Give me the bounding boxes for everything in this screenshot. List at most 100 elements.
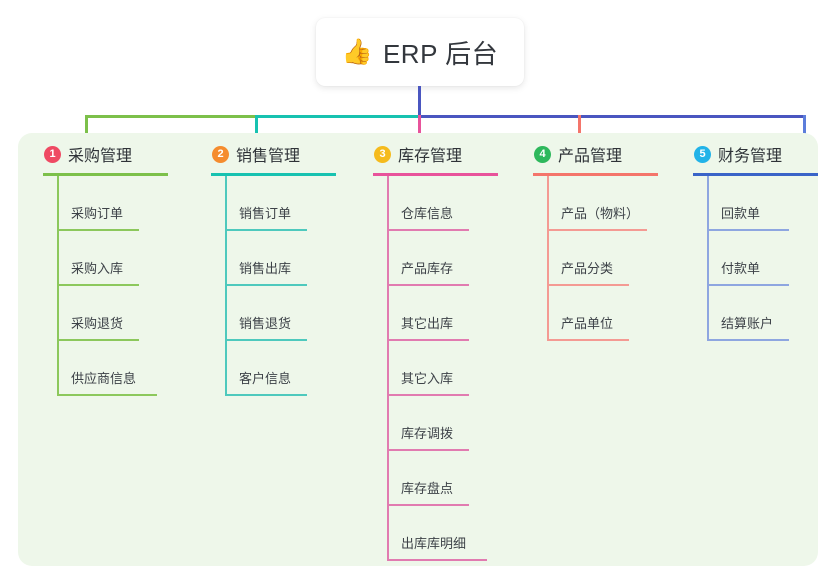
list-item[interactable]: 采购入库	[57, 231, 177, 286]
column-header-purchase[interactable]: 1 采购管理	[22, 141, 177, 167]
list-item-underline	[707, 284, 789, 286]
list-item[interactable]: 客户信息	[225, 341, 345, 396]
list-item-underline	[387, 504, 469, 506]
list-item[interactable]: 采购订单	[57, 176, 177, 231]
drop-product	[578, 115, 581, 145]
list-item-label: 采购订单	[71, 206, 124, 221]
list-item-label: 其它入库	[401, 371, 454, 386]
drop-finance	[803, 115, 806, 145]
list-item-label: 销售出库	[239, 261, 292, 276]
list-item-underline	[57, 339, 139, 341]
list-item-underline	[707, 229, 789, 231]
column-badge-purchase: 1	[44, 145, 61, 163]
list-item[interactable]: 仓库信息	[387, 176, 507, 231]
list-item-label: 仓库信息	[401, 206, 454, 221]
list-item-label: 销售订单	[239, 206, 292, 221]
list-item[interactable]: 销售出库	[225, 231, 345, 286]
list-item-underline	[225, 229, 307, 231]
spine-purchase	[57, 176, 59, 396]
list-item-label: 供应商信息	[71, 371, 137, 386]
page-title: ERP 后台	[382, 38, 499, 69]
drop-sales	[255, 115, 258, 145]
list-item-label: 采购退货	[71, 316, 124, 331]
column-sales: 2 销售管理销售订单销售出库销售退货客户信息	[190, 141, 345, 396]
list-item-label: 产品（物料）	[561, 206, 640, 221]
list-item-underline	[547, 284, 629, 286]
column-rule-purchase	[43, 173, 168, 176]
item-list-product: 产品（物料） 产品分类产品单位	[547, 176, 667, 341]
thumbs-up-icon: 👍	[341, 37, 373, 66]
column-product: 4 产品管理产品（物料） 产品分类产品单位	[512, 141, 667, 341]
spine-product	[547, 176, 549, 341]
list-item-label: 库存调拨	[401, 426, 454, 441]
root-title-card[interactable]: 👍 ERP 后台	[316, 18, 524, 86]
spine-finance	[707, 176, 709, 341]
list-item-label: 产品分类	[561, 261, 614, 276]
spine-sales	[225, 176, 227, 396]
column-title-inventory: 库存管理	[398, 148, 463, 165]
list-item[interactable]: 产品单位	[547, 286, 667, 341]
list-item[interactable]: 产品库存	[387, 231, 507, 286]
column-title-sales: 销售管理	[236, 148, 301, 165]
item-list-sales: 销售订单销售出库销售退货客户信息	[225, 176, 345, 396]
list-item[interactable]: 销售退货	[225, 286, 345, 341]
list-item-label: 产品库存	[401, 261, 454, 276]
column-title-purchase: 采购管理	[68, 148, 133, 165]
spine-inventory	[387, 176, 389, 561]
segment-center-right	[418, 115, 806, 118]
list-item-label: 付款单	[721, 261, 761, 276]
list-item-label: 回款单	[721, 206, 761, 221]
list-item-label: 销售退货	[239, 316, 292, 331]
list-item[interactable]: 产品分类	[547, 231, 667, 286]
list-item[interactable]: 库存调拨	[387, 396, 507, 451]
item-list-finance: 回款单付款单结算账户	[707, 176, 827, 341]
column-badge-inventory: 3	[374, 145, 391, 163]
column-title-product: 产品管理	[558, 148, 623, 165]
column-header-inventory[interactable]: 3 库存管理	[352, 141, 507, 167]
list-item-underline	[387, 449, 469, 451]
segment-purchase	[85, 115, 255, 118]
list-item[interactable]: 其它出库	[387, 286, 507, 341]
column-rule-product	[533, 173, 658, 176]
column-header-product[interactable]: 4 产品管理	[512, 141, 667, 167]
list-item-label: 客户信息	[239, 371, 292, 386]
list-item[interactable]: 销售订单	[225, 176, 345, 231]
column-badge-product: 4	[534, 145, 551, 163]
list-item-underline	[225, 284, 307, 286]
list-item[interactable]: 付款单	[707, 231, 827, 286]
column-rule-sales	[211, 173, 336, 176]
column-inventory: 3 库存管理仓库信息产品库存其它出库其它入库库存调拨库存盘点出库库明细	[352, 141, 507, 561]
item-list-purchase: 采购订单采购入库采购退货供应商信息	[57, 176, 177, 396]
list-item[interactable]: 采购退货	[57, 286, 177, 341]
list-item-underline	[387, 394, 469, 396]
list-item-label: 采购入库	[71, 261, 124, 276]
list-item-underline	[547, 339, 629, 341]
item-list-inventory: 仓库信息产品库存其它出库其它入库库存调拨库存盘点出库库明细	[387, 176, 507, 561]
list-item-underline	[57, 284, 139, 286]
list-item[interactable]: 供应商信息	[57, 341, 177, 396]
list-item[interactable]: 结算账户	[707, 286, 827, 341]
list-item[interactable]: 产品（物料）	[547, 176, 667, 231]
list-item[interactable]: 回款单	[707, 176, 827, 231]
drop-purchase	[85, 115, 88, 145]
list-item[interactable]: 库存盘点	[387, 451, 507, 506]
column-badge-sales: 2	[212, 145, 229, 163]
column-rule-inventory	[373, 173, 498, 176]
list-item-label: 库存盘点	[401, 481, 454, 496]
list-item-underline	[547, 229, 647, 231]
list-item[interactable]: 出库库明细	[387, 506, 507, 561]
list-item-label: 其它出库	[401, 316, 454, 331]
list-item-underline	[387, 229, 469, 231]
list-item-label: 结算账户	[721, 316, 774, 331]
column-header-sales[interactable]: 2 销售管理	[190, 141, 345, 167]
list-item-underline	[57, 394, 157, 396]
root-stem-line	[418, 86, 421, 116]
list-item-underline	[387, 284, 469, 286]
list-item-label: 产品单位	[561, 316, 614, 331]
column-rule-finance	[693, 173, 818, 176]
diagram-panel	[18, 133, 818, 566]
list-item[interactable]: 其它入库	[387, 341, 507, 396]
list-item-underline	[387, 559, 487, 561]
